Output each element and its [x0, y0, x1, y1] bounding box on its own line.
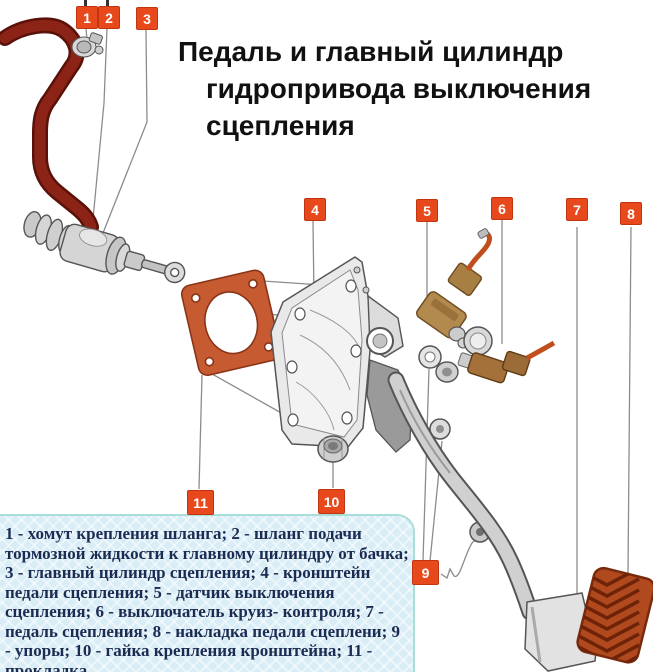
page-title: Педаль и главный цилиндр гидропривода вы…: [178, 36, 592, 141]
callout-8: 8: [620, 202, 642, 225]
top-tick-mark: [84, 0, 87, 6]
callout-10: 10: [318, 489, 345, 514]
callout-2: 2: [98, 6, 120, 29]
callout-5: 5: [416, 199, 438, 222]
callout-11: 11: [187, 490, 214, 515]
callout-3: 3: [136, 7, 158, 30]
pedal-stops: [418, 345, 491, 543]
hose: [0, 17, 99, 235]
legend-text: 1 - хомут крепления шланга; 2 - шланг по…: [5, 524, 409, 672]
clutch-pedal: [387, 371, 597, 672]
cruise-switch: [457, 340, 556, 384]
callout-4: 4: [304, 198, 326, 221]
callout-1: 1: [76, 6, 98, 29]
pedal-bracket: [270, 256, 413, 453]
top-tick-mark: [106, 0, 109, 6]
hose-clamp: [71, 32, 104, 58]
bracket-nut: [317, 435, 349, 463]
washers: [435, 326, 493, 383]
legend-box: 1 - хомут крепления шланга; 2 - шланг по…: [0, 514, 415, 672]
callout-6: 6: [491, 197, 513, 220]
gasket: [180, 269, 282, 377]
clutch-sensor: [416, 228, 492, 349]
callout-7: 7: [566, 198, 588, 221]
callout-9: 9: [412, 560, 439, 585]
master-cylinder: [23, 210, 186, 284]
